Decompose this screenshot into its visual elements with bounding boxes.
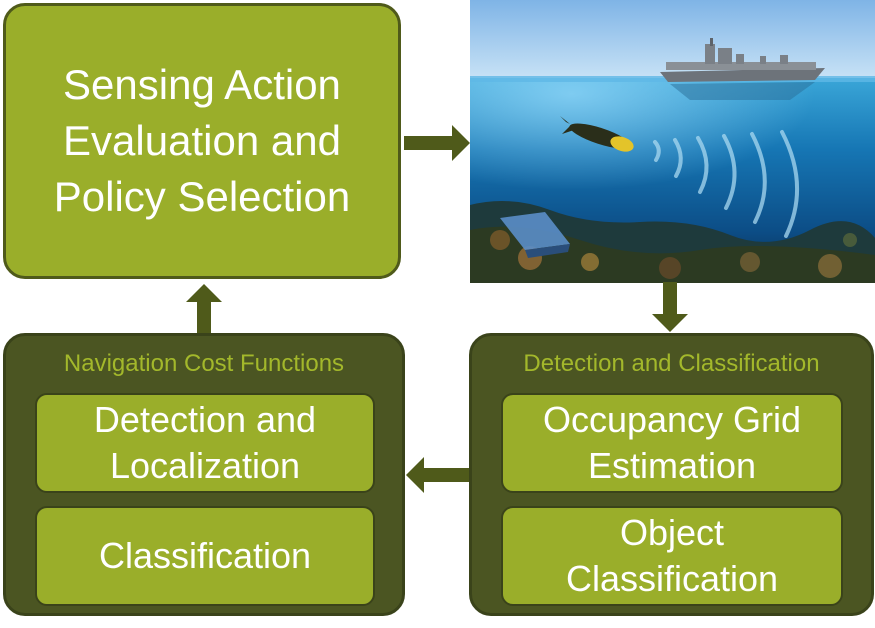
ship-icon: [660, 38, 825, 82]
arrow-down-to-detection: [652, 282, 688, 332]
auv-icon: [560, 116, 634, 152]
occupancy-grid-box: Occupancy Grid Estimation: [501, 393, 843, 493]
sensing-action-box: Sensing Action Evaluation and Policy Sel…: [3, 3, 401, 279]
navigation-cost-functions-group: Navigation Cost Functions Detection and …: [3, 333, 405, 616]
arrow-left-to-navigation: [406, 457, 472, 493]
classification-box: Classification: [35, 506, 375, 606]
sonar-waves: [653, 130, 800, 238]
detection-classification-group: Detection and Classification Occupancy G…: [469, 333, 874, 616]
sensing-action-label: Sensing Action Evaluation and Policy Sel…: [53, 61, 351, 220]
navigation-cost-functions-title: Navigation Cost Functions: [63, 350, 345, 377]
detection-localization-box: Detection and Localization: [35, 393, 375, 493]
coral-decoration: [490, 230, 857, 279]
underwater-scene-image: [470, 0, 875, 283]
underwater-scene-svg: [470, 0, 875, 283]
arrow-right-to-scene: [404, 125, 470, 161]
arrow-up-to-sensing: [186, 284, 222, 334]
detection-classification-title: Detection and Classification: [523, 350, 820, 377]
object-classification-box: Object Classification: [501, 506, 843, 606]
seabed-object-icon: [500, 212, 570, 258]
